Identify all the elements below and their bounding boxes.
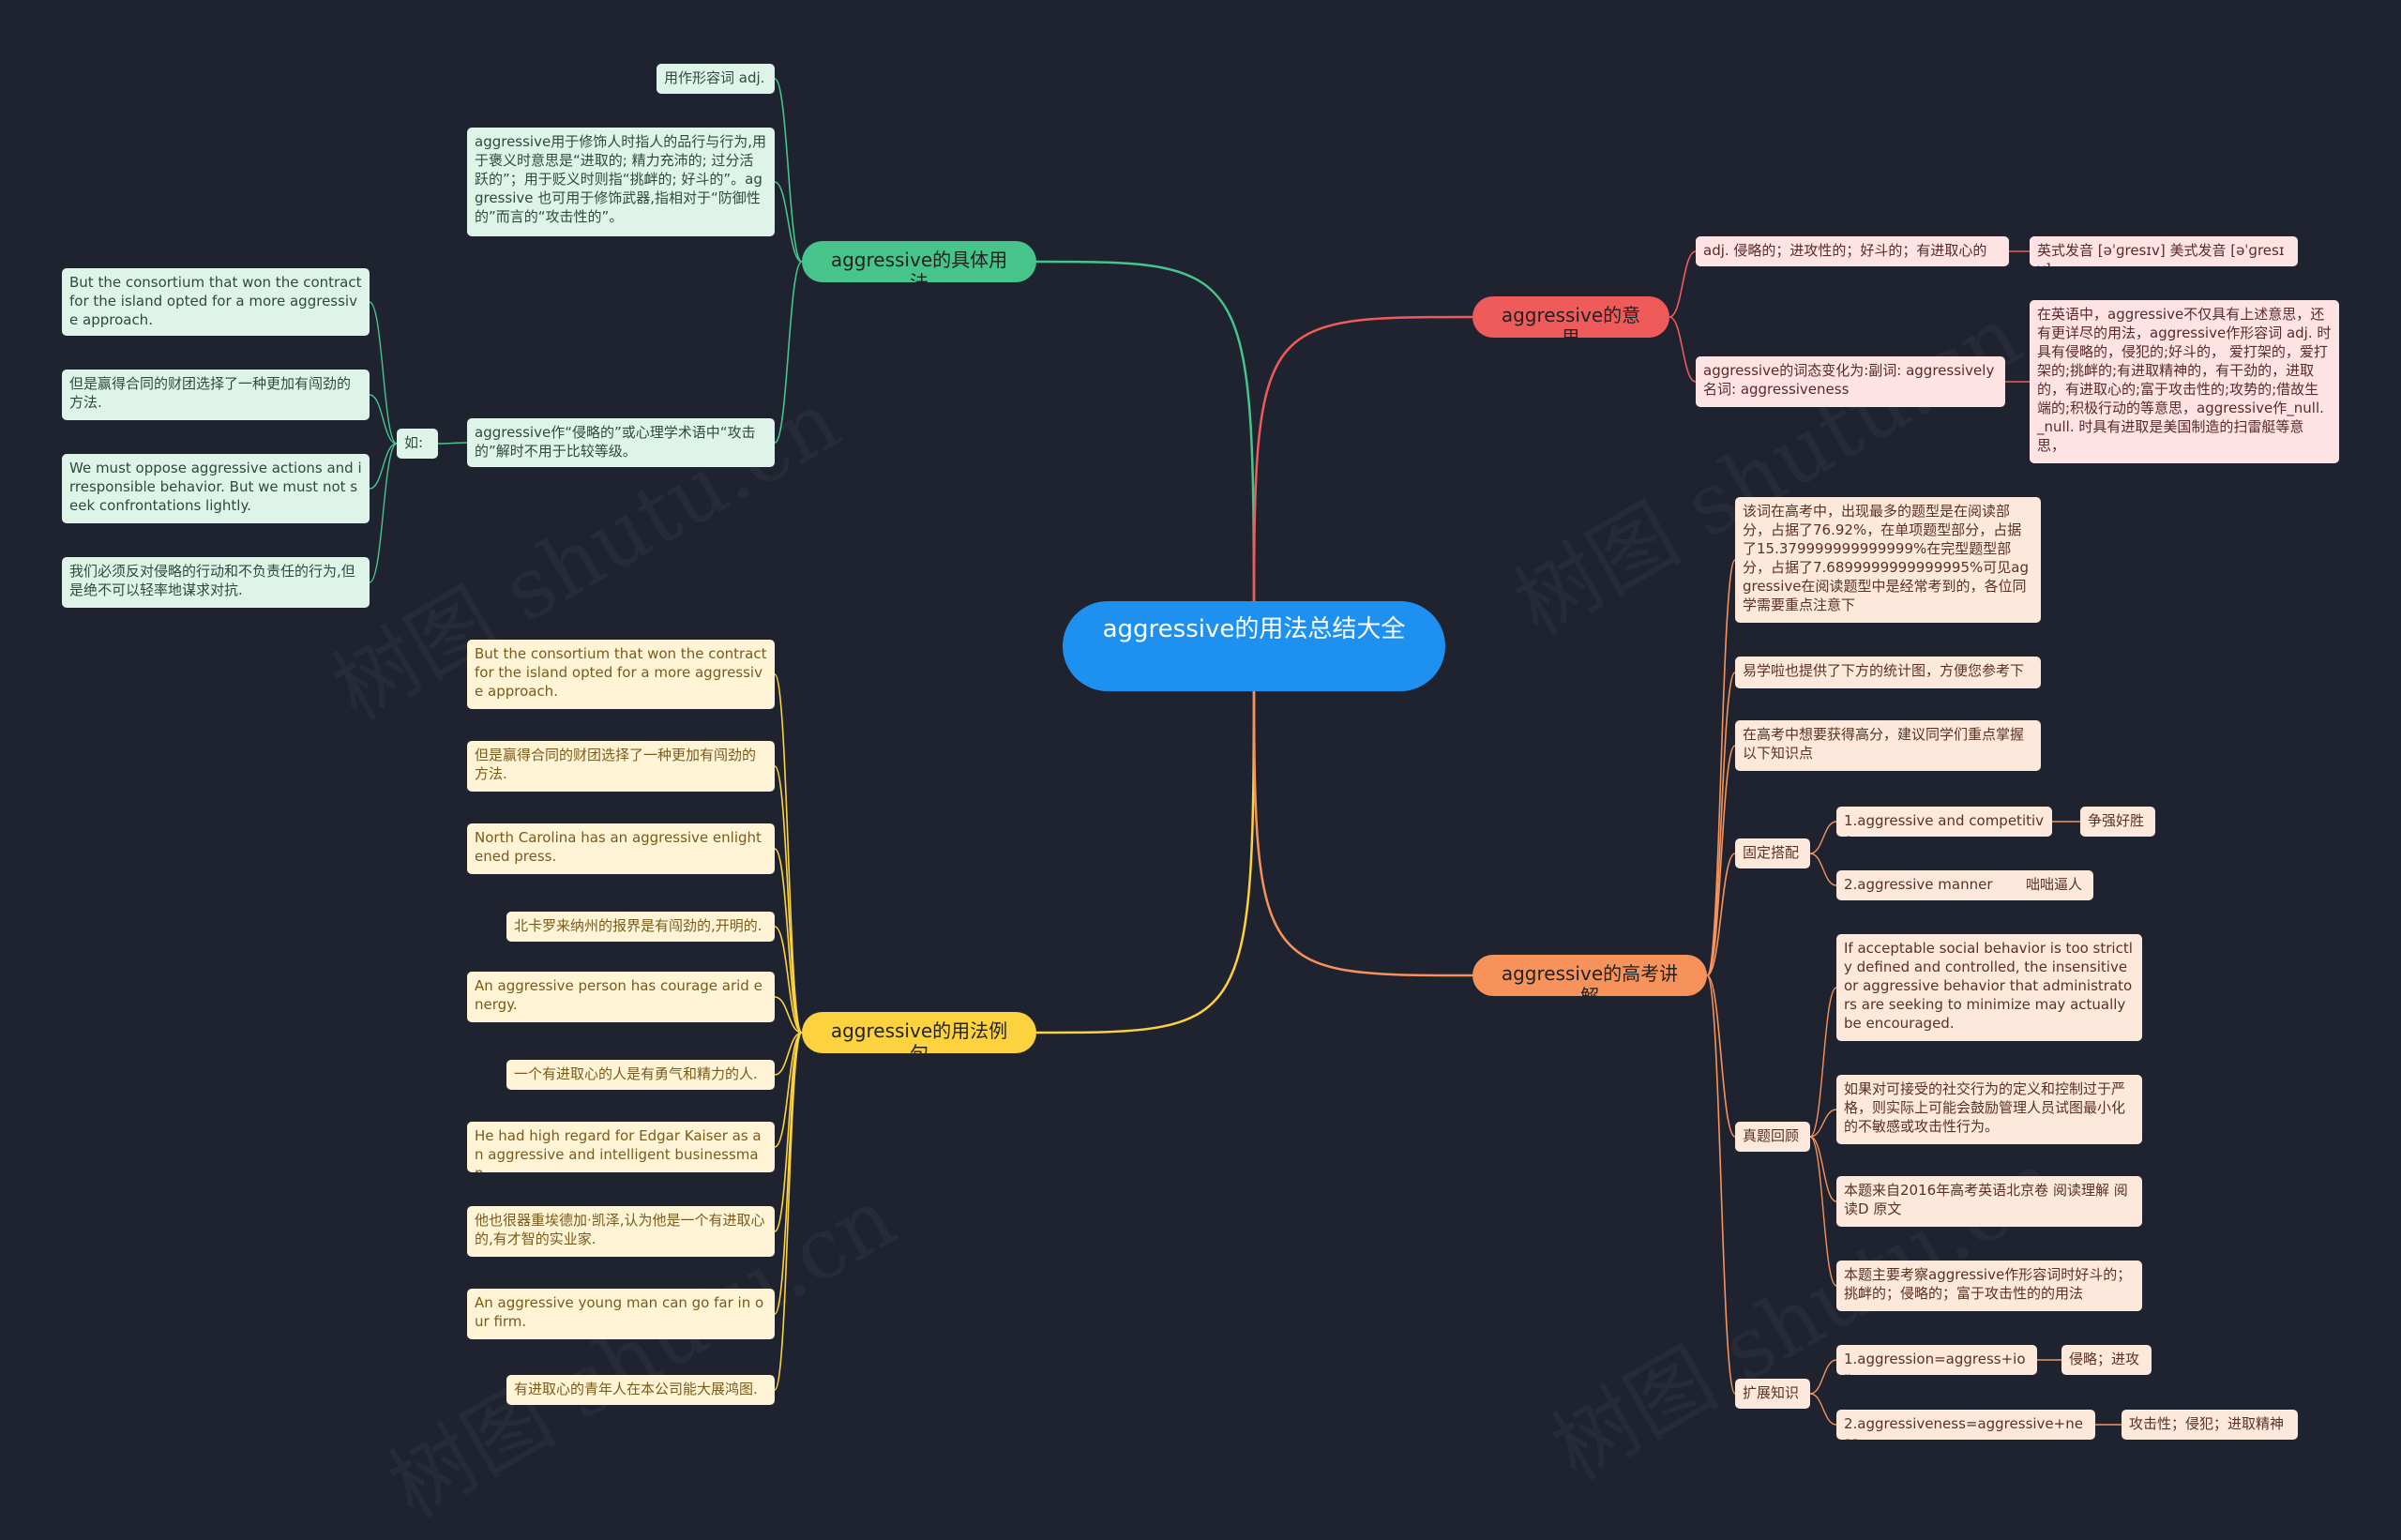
exam-note-statistics[interactable]: 该词在高考中，出现最多的题型是在阅读部分，占据了76.92%，在单项题型部分，占… [1735, 497, 2041, 623]
meaning-pronunciation[interactable]: 英式发音 [əˈɡresɪv] 美式发音 [əˈɡresɪv] [2030, 236, 2298, 266]
connector-line [774, 996, 803, 1034]
connector-line [1809, 1359, 1837, 1395]
meaning-item-definition[interactable]: adj. 侵略的；进攻性的；好斗的；有进取心的 [1696, 236, 2009, 266]
connector-line [774, 261, 803, 444]
collocation-item[interactable]: 2.aggressive manner [1836, 870, 2028, 900]
collocation-meaning[interactable]: 争强好胜 [2080, 807, 2155, 837]
sentence-item[interactable]: He had high regard for Edgar Kaiser as a… [467, 1122, 775, 1172]
extended-meaning[interactable]: 攻击性；侵犯；进取精神 [2122, 1410, 2298, 1440]
connector-line [1706, 974, 1736, 1395]
extended-meaning[interactable]: 侵略；进攻 [2061, 1345, 2152, 1375]
sentence-item[interactable]: But the consortium that won the contract… [467, 640, 775, 709]
exam-past-questions[interactable]: 真题回顾 [1735, 1122, 1810, 1152]
extended-item[interactable]: 2.aggressiveness=aggressive+ness [1836, 1410, 2095, 1440]
usage-example[interactable]: 我们必须反对侵略的行动和不负责任的行为,但是绝不可以轻率地谋求对抗. [62, 557, 370, 608]
connector-line [774, 848, 803, 1034]
usage-example[interactable]: We must oppose aggressive actions and ir… [62, 454, 370, 523]
usage-item-adj[interactable]: 用作形容词 adj. [657, 64, 775, 94]
usage-item-comparison[interactable]: aggressive作“侵略的”或心理学术语中“攻击的”解时不用于比较等级。 [467, 418, 775, 467]
connector-line [1809, 821, 1837, 854]
connector-line [1669, 250, 1697, 318]
review-item[interactable]: 本题来自2016年高考英语北京卷 阅读理解 阅读D 原文 [1836, 1176, 2142, 1227]
connector-line [774, 673, 803, 1034]
exam-fixed-collocations[interactable]: 固定搭配 [1735, 838, 1810, 868]
connector-line [1706, 974, 1736, 1138]
sentence-item[interactable]: 但是赢得合同的财团选择了一种更加有闯劲的方法. [467, 741, 775, 792]
connector-line [369, 443, 398, 583]
usage-example[interactable]: 但是赢得合同的财团选择了一种更加有闯劲的方法. [62, 370, 370, 420]
collocation-meaning[interactable]: 咄咄逼人 [2018, 870, 2093, 900]
connector-line [774, 1032, 803, 1232]
connector-line [1035, 260, 1256, 647]
branch-exam[interactable]: aggressive的高考讲解 [1472, 955, 1707, 996]
meaning-detail[interactable]: 在英语中，aggressive不仅具有上述意思，还有更详尽的用法，aggress… [2030, 300, 2339, 463]
connector-line [1252, 645, 1473, 977]
connector-line [774, 1032, 803, 1391]
extended-item[interactable]: 1.aggression=aggress+ion [1836, 1345, 2037, 1375]
collocation-item[interactable]: 1.aggressive and competitive [1836, 807, 2052, 837]
connector-line [369, 394, 398, 445]
connector-line [1809, 1136, 1837, 1287]
connector-line [1252, 315, 1473, 647]
connector-line [774, 765, 803, 1034]
connector-line [369, 301, 398, 445]
sentence-item[interactable]: 一个有进取心的人是有勇气和精力的人. [506, 1060, 775, 1090]
connector-line [774, 926, 803, 1034]
connector-line [1809, 1136, 1837, 1202]
usage-example[interactable]: But the consortium that won the contract… [62, 268, 370, 336]
sentence-item[interactable]: An aggressive person has courage arid en… [467, 972, 775, 1022]
usage-example-label[interactable]: 如: [397, 429, 438, 459]
connector-line [774, 1032, 803, 1315]
review-item[interactable]: 如果对可接受的社交行为的定义和控制过于严格，则实际上可能会鼓励管理人员试图最小化… [1836, 1075, 2142, 1144]
connector-line [1669, 316, 1697, 383]
sentence-item[interactable]: An aggressive young man can go far in ou… [467, 1289, 775, 1339]
exam-note-tip[interactable]: 在高考中想要获得高分，建议同学们重点掌握以下知识点 [1735, 720, 2041, 771]
connector-line [1809, 853, 1837, 886]
branch-usage[interactable]: aggressive的具体用法 [802, 241, 1036, 282]
connector-line [774, 181, 803, 263]
meaning-item-forms[interactable]: aggressive的词态变化为:副词: aggressively 名词: ag… [1696, 356, 2005, 407]
connector-line [1706, 559, 1736, 976]
sentence-item[interactable]: 北卡罗来纳州的报界是有闯劲的,开明的. [506, 912, 775, 942]
connector-line [1706, 672, 1736, 976]
sentence-item[interactable]: North Carolina has an aggressive enlight… [467, 823, 775, 874]
root-topic[interactable]: aggressive的用法总结大全 [1063, 601, 1445, 691]
connector-line [1809, 987, 1837, 1138]
sentence-item[interactable]: 他也很器重埃德加·凯泽,认为他是一个有进取心的,有才智的实业家. [467, 1206, 775, 1257]
usage-item-description[interactable]: aggressive用于修饰人时指人的品行与行为,用于褒义时意思是“进取的; 精… [467, 128, 775, 236]
branch-meaning[interactable]: aggressive的意思 [1472, 296, 1669, 338]
connector-line [774, 1032, 803, 1148]
connector-line [1809, 1393, 1837, 1426]
branch-sentences[interactable]: aggressive的用法例句 [802, 1012, 1036, 1053]
review-item[interactable]: If acceptable social behavior is too str… [1836, 934, 2142, 1041]
sentence-item[interactable]: 有进取心的青年人在本公司能大展鸿图. [506, 1375, 775, 1405]
connector-line [1035, 645, 1256, 1034]
review-item[interactable]: 本题主要考察aggressive作形容词时好斗的；挑衅的；侵略的；富于攻击性的的… [1836, 1261, 2142, 1311]
connector-line [774, 78, 803, 263]
connector-lines [369, 78, 2122, 1426]
connector-line [369, 443, 398, 490]
connector-line [437, 442, 468, 445]
connector-line [1706, 745, 1736, 976]
connector-line [1706, 853, 1736, 976]
exam-extended-knowledge[interactable]: 扩展知识 [1735, 1379, 1810, 1409]
connector-line [1809, 1109, 1837, 1138]
connector-line [774, 1032, 803, 1076]
exam-note-chart[interactable]: 易学啦也提供了下方的统计图，方便您参考下 [1735, 657, 2041, 688]
